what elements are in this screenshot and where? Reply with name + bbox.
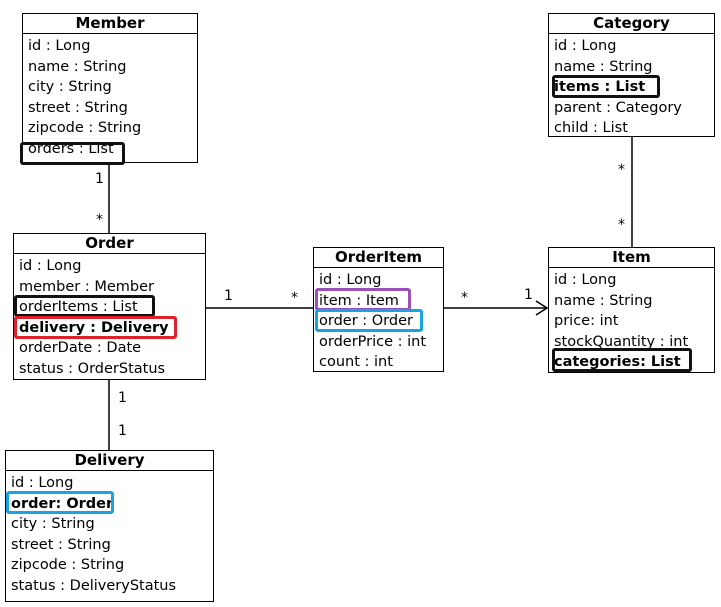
orderitem-attr-id: id : Long (319, 272, 382, 288)
delivery-attr-street: street : String (11, 536, 111, 553)
delivery-class-box: Delivery id : Long order: Order city : S… (5, 450, 214, 602)
order-attr-delivery: delivery : Delivery (19, 319, 169, 336)
order-attr-id: id : Long (19, 258, 82, 274)
delivery-class-title: Delivery (6, 451, 213, 471)
category-attr-items: items : List (554, 79, 646, 96)
order-orderitem-mult-left: 1 (224, 288, 233, 304)
member-order-mult-bottom: * (96, 212, 103, 228)
category-class-title: Category (549, 14, 714, 34)
member-class-box: Member id : Long name : String city : St… (20, 13, 198, 165)
category-attr-id: id : Long (554, 38, 617, 54)
orderitem-class-box: OrderItem id : Long item : Item order : … (313, 247, 444, 372)
item-attr-categories: categories: List (554, 354, 681, 371)
item-class-title: Item (549, 248, 714, 268)
order-attr-orderdate: orderDate : Date (19, 340, 142, 357)
orderitem-item-mult-right: 1 (524, 287, 533, 303)
order-class-title: Order (14, 234, 205, 254)
category-attr-child: child : List (554, 120, 628, 137)
delivery-attr-id: id : Long (11, 475, 74, 491)
delivery-attr-zipcode: zipcode : String (11, 557, 125, 574)
member-attr-zipcode: zipcode : String (28, 120, 142, 137)
member-attr-id: id : Long (28, 38, 91, 54)
orderitem-attr-order: order : Order (319, 313, 413, 330)
member-class-title: Member (23, 14, 197, 34)
member-attr-city: city : String (28, 79, 112, 96)
member-attr-orders: orders : List (28, 140, 114, 157)
category-item-mult-bottom: * (618, 217, 625, 233)
delivery-attr-city: city : String (11, 516, 95, 533)
order-attr-orderitems: orderItems : List (19, 299, 138, 316)
item-attr-name: name : String (554, 292, 653, 309)
order-attr-status: status : OrderStatus (19, 360, 166, 377)
order-attr-member: member : Member (19, 278, 155, 295)
order-orderitem-mult-right: * (291, 290, 298, 306)
item-attr-id: id : Long (554, 272, 617, 288)
member-order-mult-top: 1 (95, 171, 104, 187)
category-attr-name: name : String (554, 58, 653, 75)
member-attr-name: name : String (28, 58, 127, 75)
delivery-attr-status: status : DeliveryStatus (11, 577, 177, 594)
orderitem-attr-item: item : Item (319, 292, 399, 309)
orderitem-item-mult-left: * (461, 290, 468, 306)
delivery-attr-order: order: Order (11, 495, 114, 512)
orderitem-attr-count: count : int (319, 354, 393, 371)
order-delivery-mult-bottom: 1 (118, 423, 127, 439)
category-attr-parent: parent : Category (554, 99, 682, 116)
order-class-box: Order id : Long member : Member orderIte… (13, 233, 206, 380)
orderitem-item-arrowhead (535, 300, 549, 316)
category-class-box: Category id : Long name : String items :… (548, 13, 715, 137)
category-item-mult-top: * (618, 162, 625, 178)
member-attr-street: street : String (28, 99, 128, 116)
item-attr-price: price: int (554, 313, 619, 330)
orderitem-class-title: OrderItem (314, 248, 443, 268)
item-class-box: Item id : Long name : String price: int … (548, 247, 715, 373)
order-delivery-mult-top: 1 (118, 390, 127, 406)
orderitem-attr-orderprice: orderPrice : int (319, 333, 427, 350)
item-attr-stockquantity: stockQuantity : int (554, 333, 689, 350)
